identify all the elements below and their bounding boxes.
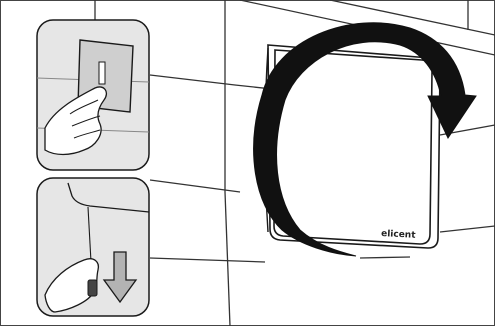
inset-step-1 <box>37 20 149 170</box>
switch-slot <box>99 62 105 84</box>
inset-step-2 <box>37 178 149 316</box>
fan-front-cover <box>274 50 432 244</box>
brand-logo: elicent <box>381 229 417 241</box>
cord-pull-handle <box>88 280 97 296</box>
